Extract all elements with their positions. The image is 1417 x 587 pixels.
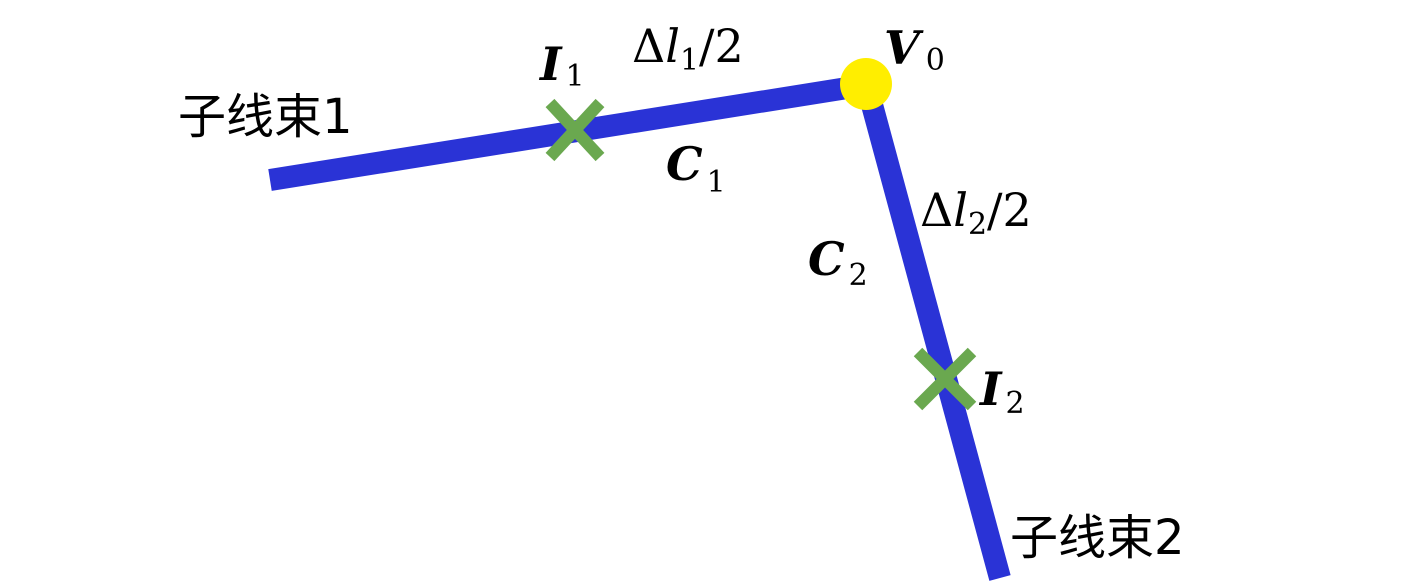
- half-length-dl1-label: Δl1/2: [632, 19, 744, 78]
- half-length-dl2-label: Δl2/2: [920, 183, 1032, 242]
- sub-bundle-1-label: 子线束1: [178, 89, 353, 145]
- vertex-v0-dot: [840, 58, 892, 110]
- sub-bundle-2-line: [857, 87, 1011, 581]
- sub-bundle-2-label: 子线束2: [1010, 510, 1185, 566]
- intersection-i1-cross-icon: [545, 98, 605, 162]
- intersection-i2-cross-icon: [913, 347, 977, 411]
